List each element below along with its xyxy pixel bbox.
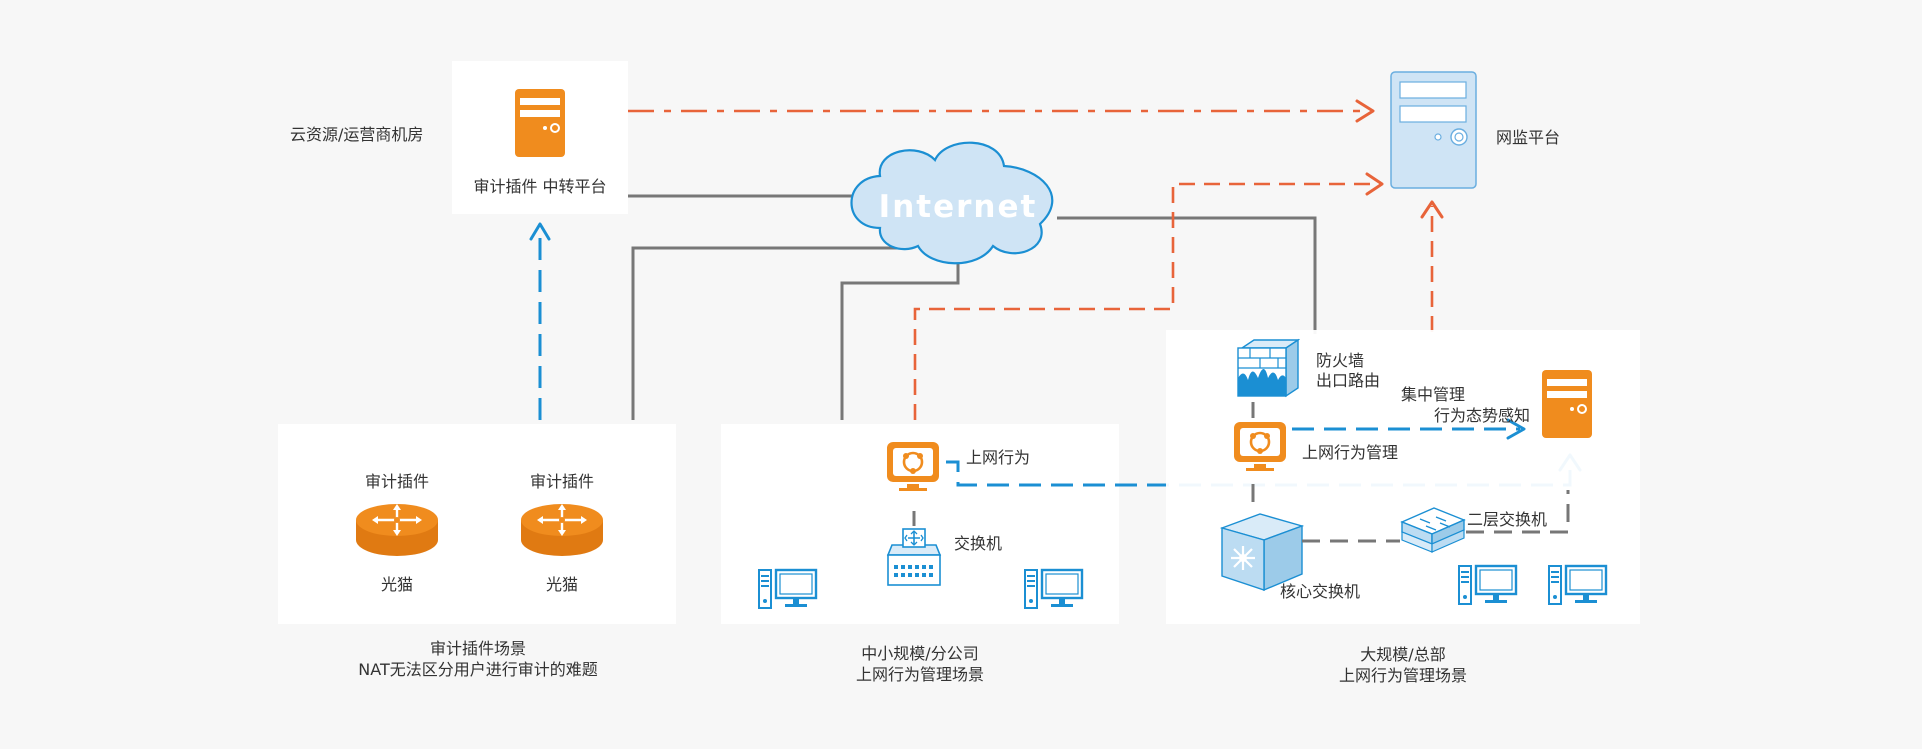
scenario-a-caption: NAT无法区分用户进行审计的难题	[358, 660, 597, 679]
monitor-platform-node: 网监平台	[1390, 71, 1560, 189]
modem-icon	[519, 502, 605, 558]
arrow-head	[1355, 99, 1375, 123]
plugin-label: 审计插件	[530, 472, 594, 491]
modem-label: 光猫	[381, 575, 413, 594]
link-scenario-b-to-internet	[840, 250, 960, 420]
monitor-label: 网监平台	[1496, 128, 1560, 147]
orange-flows	[628, 99, 1444, 420]
core-switch-label: 核心交换机	[1280, 582, 1360, 601]
flow-scenario-b-to-monitor	[913, 182, 1380, 420]
scenario-b-caption: 中小规模/分公司	[861, 644, 978, 663]
scenario-c-caption: 上网行为管理场景	[1339, 666, 1467, 685]
central-mgmt-label: 集中管理	[1401, 385, 1465, 404]
server-icon	[1390, 71, 1477, 189]
link-scenario-a-to-internet	[631, 246, 910, 420]
scenario-a-caption: 审计插件场景	[430, 639, 526, 658]
l2-switch-label: 二层交换机	[1467, 510, 1547, 529]
scenario-c-caption: 大规模/总部	[1360, 645, 1445, 664]
arrow-head	[1506, 418, 1526, 440]
plugin-label: 审计插件	[365, 472, 429, 491]
link-l2-to-mgmt	[1466, 490, 1570, 534]
relay-label: 审计插件 中转平台	[473, 177, 606, 196]
internet-cloud: Internet	[850, 141, 1054, 265]
relay-platform-node: 云资源/运营商机房 审计插件 中转平台	[290, 61, 628, 214]
scenario-a-box	[278, 424, 676, 624]
firewall-icon	[1237, 339, 1299, 397]
server-icon	[1542, 370, 1592, 438]
arrow-head	[529, 222, 551, 241]
scenario-a: 审计插件 审计插件 光猫 光猫 审计插件场景 NAT无法区分用户进行审计的难题	[278, 222, 676, 679]
arrow-head	[1365, 172, 1384, 196]
firewall-label: 出口路由	[1316, 371, 1380, 390]
modem-icon	[354, 502, 440, 558]
internet-label: Internet	[879, 189, 1038, 225]
scenario-b-caption: 上网行为管理场景	[856, 665, 984, 684]
server-icon	[515, 89, 565, 157]
cloud-shape	[850, 141, 1054, 265]
scenario-c: 防火墙 出口路由 上网行为管理 集中管理 行为态势感知 核心交换机 二层交换机 …	[1166, 330, 1640, 685]
wired-links	[628, 194, 1317, 420]
modem-label: 光猫	[546, 575, 578, 594]
firewall-label: 防火墙	[1316, 351, 1364, 370]
link-scenario-c-to-internet	[1057, 216, 1317, 334]
core-switch-icon	[1220, 512, 1304, 592]
behavior-label: 上网行为	[966, 448, 1030, 467]
scenario-b: 上网行为 交换机 中小规模/分公司 上网行为管理场景	[721, 424, 1119, 684]
central-mgmt-label: 行为态势感知	[1434, 406, 1530, 425]
switch-label: 交换机	[954, 534, 1002, 553]
behavior-mgmt-label: 上网行为管理	[1302, 443, 1398, 462]
arrow-head	[1420, 200, 1444, 219]
cloud-room-label: 云资源/运营商机房	[290, 125, 423, 144]
